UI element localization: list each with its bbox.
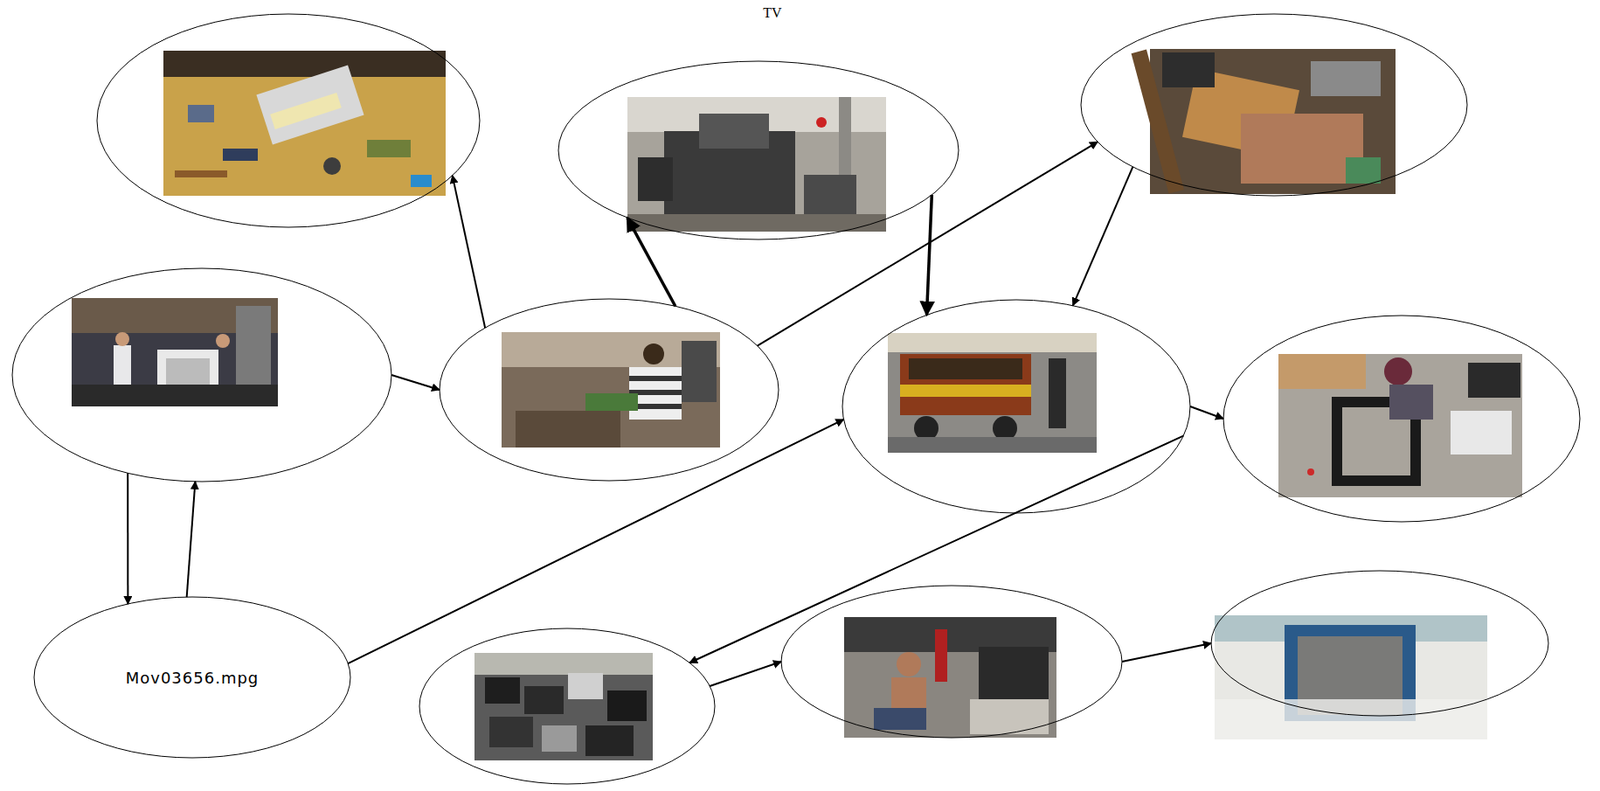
ellipse-shape	[558, 61, 959, 240]
ellipse-node	[438, 297, 780, 482]
ellipse-shape	[781, 585, 1123, 738]
node-text: Mov03656.mpg	[125, 668, 260, 687]
technician-photo	[501, 332, 721, 448]
ellipse-node	[11, 267, 393, 483]
ellipse-outline	[96, 13, 481, 229]
shop-photo	[71, 297, 278, 407]
ellipse-outline	[1210, 569, 1550, 717]
flow-arrow	[709, 661, 782, 686]
truck-photo	[887, 332, 1097, 453]
ellipse-node	[841, 298, 1192, 514]
circuit-board-photo	[163, 50, 446, 196]
flow-arrow	[627, 217, 676, 306]
ellipse-outline	[418, 627, 716, 785]
ellipse-shape	[34, 596, 351, 758]
bin-photo	[1214, 615, 1488, 740]
ellipse-outline	[438, 297, 780, 482]
ellipse-outline	[1080, 13, 1469, 197]
flow-arrow	[1122, 643, 1212, 662]
hammer-worker-photo	[844, 616, 1057, 738]
ellipse-node	[1222, 314, 1581, 523]
tv-pile-photo	[474, 652, 653, 761]
dismantling-photo	[1278, 353, 1523, 498]
ellipse-shape	[1080, 13, 1468, 196]
flow-arrow	[452, 175, 485, 328]
ellipse-node	[1210, 569, 1550, 717]
ellipse-node	[1080, 13, 1469, 197]
flow-arrow	[1190, 406, 1224, 419]
flow-arrow	[187, 481, 196, 597]
ellipse-outline	[11, 267, 393, 483]
ellipse-node	[418, 627, 716, 785]
ellipse-node	[96, 13, 481, 229]
ellipse-shape	[419, 628, 715, 784]
ellipse-shape	[1223, 315, 1580, 522]
flow-arrow	[391, 374, 440, 390]
ellipse-outline	[1222, 314, 1581, 523]
flow-arrow	[689, 436, 1184, 664]
ellipse-shape	[1211, 570, 1549, 716]
ellipse-node	[780, 584, 1123, 739]
ellipse-outline	[780, 584, 1123, 739]
ellipse-shape	[96, 13, 480, 228]
flow-arrow	[126, 472, 129, 604]
ellipse-outline	[557, 60, 960, 241]
ellipse-shape	[439, 298, 779, 481]
ellipse-node: Mov03656.mpg	[33, 595, 352, 759]
ellipse-node	[557, 60, 960, 241]
flow-arrow	[927, 194, 933, 315]
ellipse-shape	[12, 268, 392, 482]
storage-room-photo	[627, 96, 887, 232]
ellipse-outline	[841, 298, 1192, 514]
ellipse-shape	[842, 299, 1191, 513]
circuit-pile-photo	[1131, 48, 1396, 194]
flow-arrow	[1073, 166, 1134, 306]
diagram-title: TV	[762, 5, 782, 21]
